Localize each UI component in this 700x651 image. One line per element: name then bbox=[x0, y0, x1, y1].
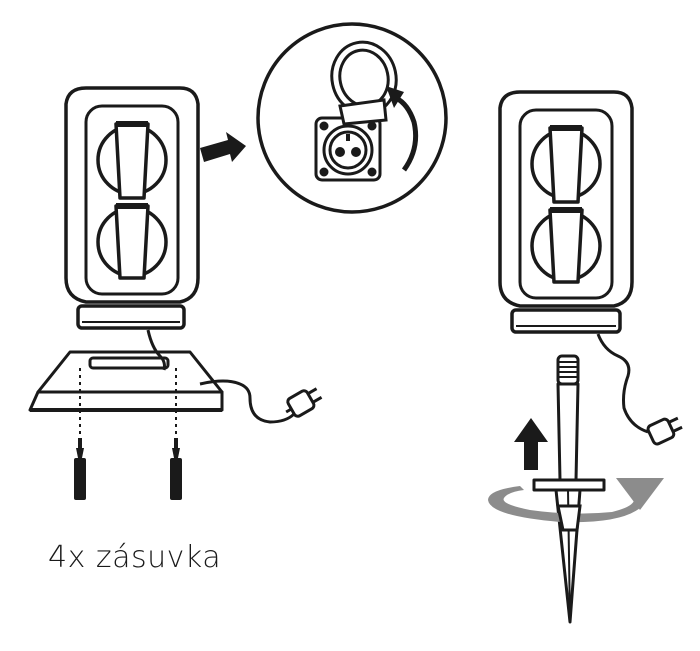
right-lower-socket bbox=[530, 207, 602, 284]
power-plug-icon bbox=[285, 387, 323, 418]
ground-spike bbox=[532, 354, 606, 624]
right-socket-column bbox=[498, 90, 634, 334]
detail-socket bbox=[314, 116, 382, 182]
detail-circle bbox=[256, 22, 448, 214]
power-plug-icon bbox=[646, 416, 683, 446]
curved-arrow-icon bbox=[394, 95, 419, 172]
left-power-cable bbox=[199, 379, 296, 424]
right-arrow-icon bbox=[200, 132, 246, 162]
up-arrow-icon bbox=[514, 418, 548, 470]
screw-icon bbox=[170, 438, 182, 500]
rotate-arrow-icon bbox=[488, 478, 664, 523]
right-power-cable bbox=[596, 333, 649, 434]
screw-icon bbox=[74, 438, 86, 500]
curved-arrow-head bbox=[386, 86, 404, 108]
right-upper-socket bbox=[530, 125, 602, 204]
left-socket-column bbox=[64, 86, 200, 330]
caption-socket-count: 4x zásuvka bbox=[48, 540, 222, 575]
left-screw-guides bbox=[79, 368, 177, 436]
left-upper-socket bbox=[96, 121, 168, 200]
left-lower-socket bbox=[96, 203, 168, 280]
ground-spike-front bbox=[556, 504, 582, 532]
left-base-plate bbox=[28, 350, 224, 412]
detail-open-lid bbox=[330, 40, 398, 126]
left-inner-cable bbox=[146, 329, 166, 371]
